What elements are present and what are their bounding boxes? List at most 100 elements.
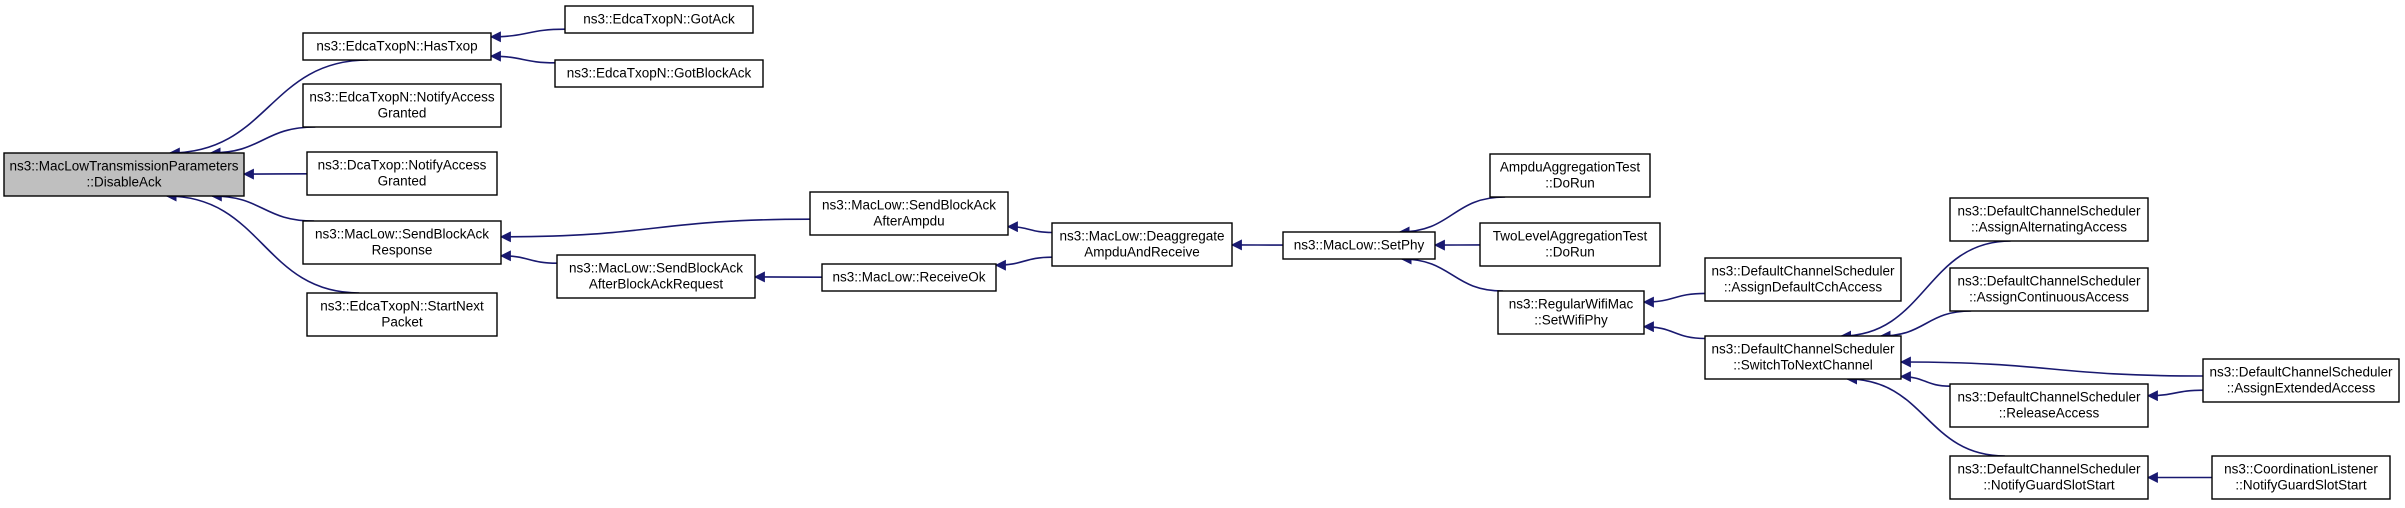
node-label-line: ns3::DcaTxop::NotifyAccess	[318, 158, 487, 173]
node-box	[821, 263, 997, 292]
edge-gotblockack-to-hastxop	[489, 50, 556, 64]
node-sendblockackafterrequest[interactable]: ns3::MacLow::SendBlockAckAfterBlockAckRe…	[556, 254, 756, 299]
node-box	[2202, 358, 2400, 403]
node-box	[1489, 153, 1651, 198]
node-assignextended[interactable]: ns3::DefaultChannelScheduler::AssignExte…	[2202, 358, 2400, 403]
node-gotblockack[interactable]: ns3::EdcaTxopN::GotBlockAck	[554, 59, 764, 88]
node-label-line: ::ReleaseAccess	[1999, 406, 2100, 421]
edge-deaggregate-to-sendblockackafterampdu	[1006, 221, 1053, 234]
node-label-line: ns3::MacLow::Deaggregate	[1059, 229, 1224, 244]
node-label-line: ns3::DefaultChannelScheduler	[1957, 204, 2141, 219]
node-releaseaccess[interactable]: ns3::DefaultChannelScheduler::ReleaseAcc…	[1949, 383, 2149, 428]
node-setwifiphy[interactable]: ns3::RegularWifiMac::SetWifiPhy	[1497, 290, 1645, 335]
node-label-line: AmpduAndReceive	[1084, 245, 1200, 260]
edge-assigncontinuous-to-switchtonext	[1879, 310, 1972, 342]
edge-sendblockackafterrequest-to-sendblockackresponse	[499, 250, 558, 264]
edge-assignextended-to-releaseaccess	[2146, 389, 2204, 402]
node-label-line: ns3::EdcaTxopN::StartNext	[320, 299, 484, 314]
edge-assigndefaultcch-to-setwifiphy	[1642, 292, 1706, 308]
node-box	[1949, 267, 2149, 312]
node-label-line: ::NotifyGuardSlotStart	[2235, 478, 2367, 493]
node-notifyguardslot[interactable]: ns3::DefaultChannelScheduler::NotifyGuar…	[1949, 455, 2149, 500]
node-label-line: Packet	[381, 315, 423, 330]
node-box	[302, 32, 492, 61]
node-box	[306, 151, 498, 196]
node-box	[564, 5, 754, 34]
node-assignalternating[interactable]: ns3::DefaultChannelScheduler::AssignAlte…	[1949, 197, 2149, 242]
edge-deaggregate-to-receiveok	[994, 256, 1053, 271]
edge-releaseaccess-to-switchtonext	[1899, 371, 1951, 387]
edge-startnextpacket-to-disableack	[165, 190, 360, 294]
node-label-line: ::AssignContinuousAccess	[1969, 290, 2129, 305]
node-box	[302, 83, 502, 128]
node-box	[2211, 455, 2391, 500]
node-label-line: ns3::MacLowTransmissionParameters	[9, 159, 238, 174]
node-assigncontinuous[interactable]: ns3::DefaultChannelScheduler::AssignCont…	[1949, 267, 2149, 312]
node-label-line: ns3::RegularWifiMac	[1509, 297, 1634, 312]
node-label-line: ns3::DefaultChannelScheduler	[1957, 274, 2141, 289]
node-box	[1051, 222, 1233, 267]
node-label-line: AfterAmpdu	[873, 214, 944, 229]
node-label-line: ns3::DefaultChannelScheduler	[1957, 462, 2141, 477]
node-gotack[interactable]: ns3::EdcaTxopN::GotAck	[564, 5, 754, 34]
edge-setwifiphy-to-setphy	[1400, 253, 1504, 292]
node-box	[809, 191, 1009, 236]
node-label-line: ns3::EdcaTxopN::HasTxop	[316, 39, 477, 54]
node-layer: ns3::MacLowTransmissionParameters::Disab…	[3, 5, 2400, 500]
node-label-line: ns3::DefaultChannelScheduler	[1711, 342, 1895, 357]
edge-sendblockackafterampdu-to-sendblockackresponse	[499, 218, 811, 243]
node-assigndefaultcch[interactable]: ns3::DefaultChannelScheduler::AssignDefa…	[1704, 257, 1902, 302]
node-label-line: ns3::EdcaTxopN::NotifyAccess	[309, 90, 495, 105]
node-label-line: ns3::EdcaTxopN::GotAck	[583, 12, 735, 27]
node-label-line: ::AssignDefaultCchAccess	[1724, 280, 1883, 295]
node-box	[1704, 257, 1902, 302]
node-label-line: ::DisableAck	[86, 175, 161, 190]
node-label-line: ns3::EdcaTxopN::GotBlockAck	[567, 66, 752, 81]
node-label-line: ns3::CoordinationListener	[2224, 462, 2378, 477]
node-coordlistener[interactable]: ns3::CoordinationListener::NotifyGuardSl…	[2211, 455, 2391, 500]
node-receiveok[interactable]: ns3::MacLow::ReceiveOk	[821, 263, 997, 292]
node-label-line: ns3::DefaultChannelScheduler	[1957, 390, 2141, 405]
node-label-line: ns3::MacLow::SetPhy	[1294, 238, 1425, 253]
node-box	[556, 254, 756, 299]
edge-hastxop-to-disableack	[168, 59, 369, 159]
node-setphy[interactable]: ns3::MacLow::SetPhy	[1282, 231, 1436, 260]
node-label-line: Response	[372, 243, 433, 258]
node-hastxop[interactable]: ns3::EdcaTxopN::HasTxop	[302, 32, 492, 61]
edge-ampdutest-to-setphy	[1398, 196, 1506, 238]
node-switchtonext[interactable]: ns3::DefaultChannelScheduler::SwitchToNe…	[1704, 335, 1902, 380]
node-label-line: ::AssignAlternatingAccess	[1971, 220, 2127, 235]
node-label-line: ::NotifyGuardSlotStart	[1983, 478, 2115, 493]
node-box	[1479, 222, 1661, 267]
node-box	[1704, 335, 1902, 380]
node-label-line: ns3::MacLow::SendBlockAck	[822, 198, 996, 213]
node-label-line: ns3::DefaultChannelScheduler	[2209, 365, 2393, 380]
node-box	[306, 292, 498, 337]
node-label-line: TwoLevelAggregationTest	[1493, 229, 1648, 244]
node-box	[1949, 455, 2149, 500]
edge-layer	[165, 28, 2212, 483]
edge-assignalternating-to-switchtonext	[1840, 240, 2011, 342]
node-label-line: ::AssignExtendedAccess	[2227, 381, 2376, 396]
node-box	[1497, 290, 1645, 335]
node-box	[3, 152, 245, 197]
node-disableack[interactable]: ns3::MacLowTransmissionParameters::Disab…	[3, 152, 245, 197]
node-label-line: AfterBlockAckRequest	[589, 277, 724, 292]
node-box	[1949, 197, 2149, 242]
node-box	[1949, 383, 2149, 428]
edge-switchtonext-to-setwifiphy	[1642, 321, 1706, 340]
node-box	[1282, 231, 1436, 260]
node-twoleveltest[interactable]: TwoLevelAggregationTest::DoRun	[1479, 222, 1661, 267]
node-ampdutest[interactable]: AmpduAggregationTest::DoRun	[1489, 153, 1651, 198]
edge-sendblockackresponse-to-disableack	[210, 190, 315, 222]
node-label-line: ::SetWifiPhy	[1534, 313, 1608, 328]
edge-notifyguardslot-to-switchtonext	[1846, 373, 2005, 457]
node-label-line: ns3::DefaultChannelScheduler	[1711, 264, 1895, 279]
